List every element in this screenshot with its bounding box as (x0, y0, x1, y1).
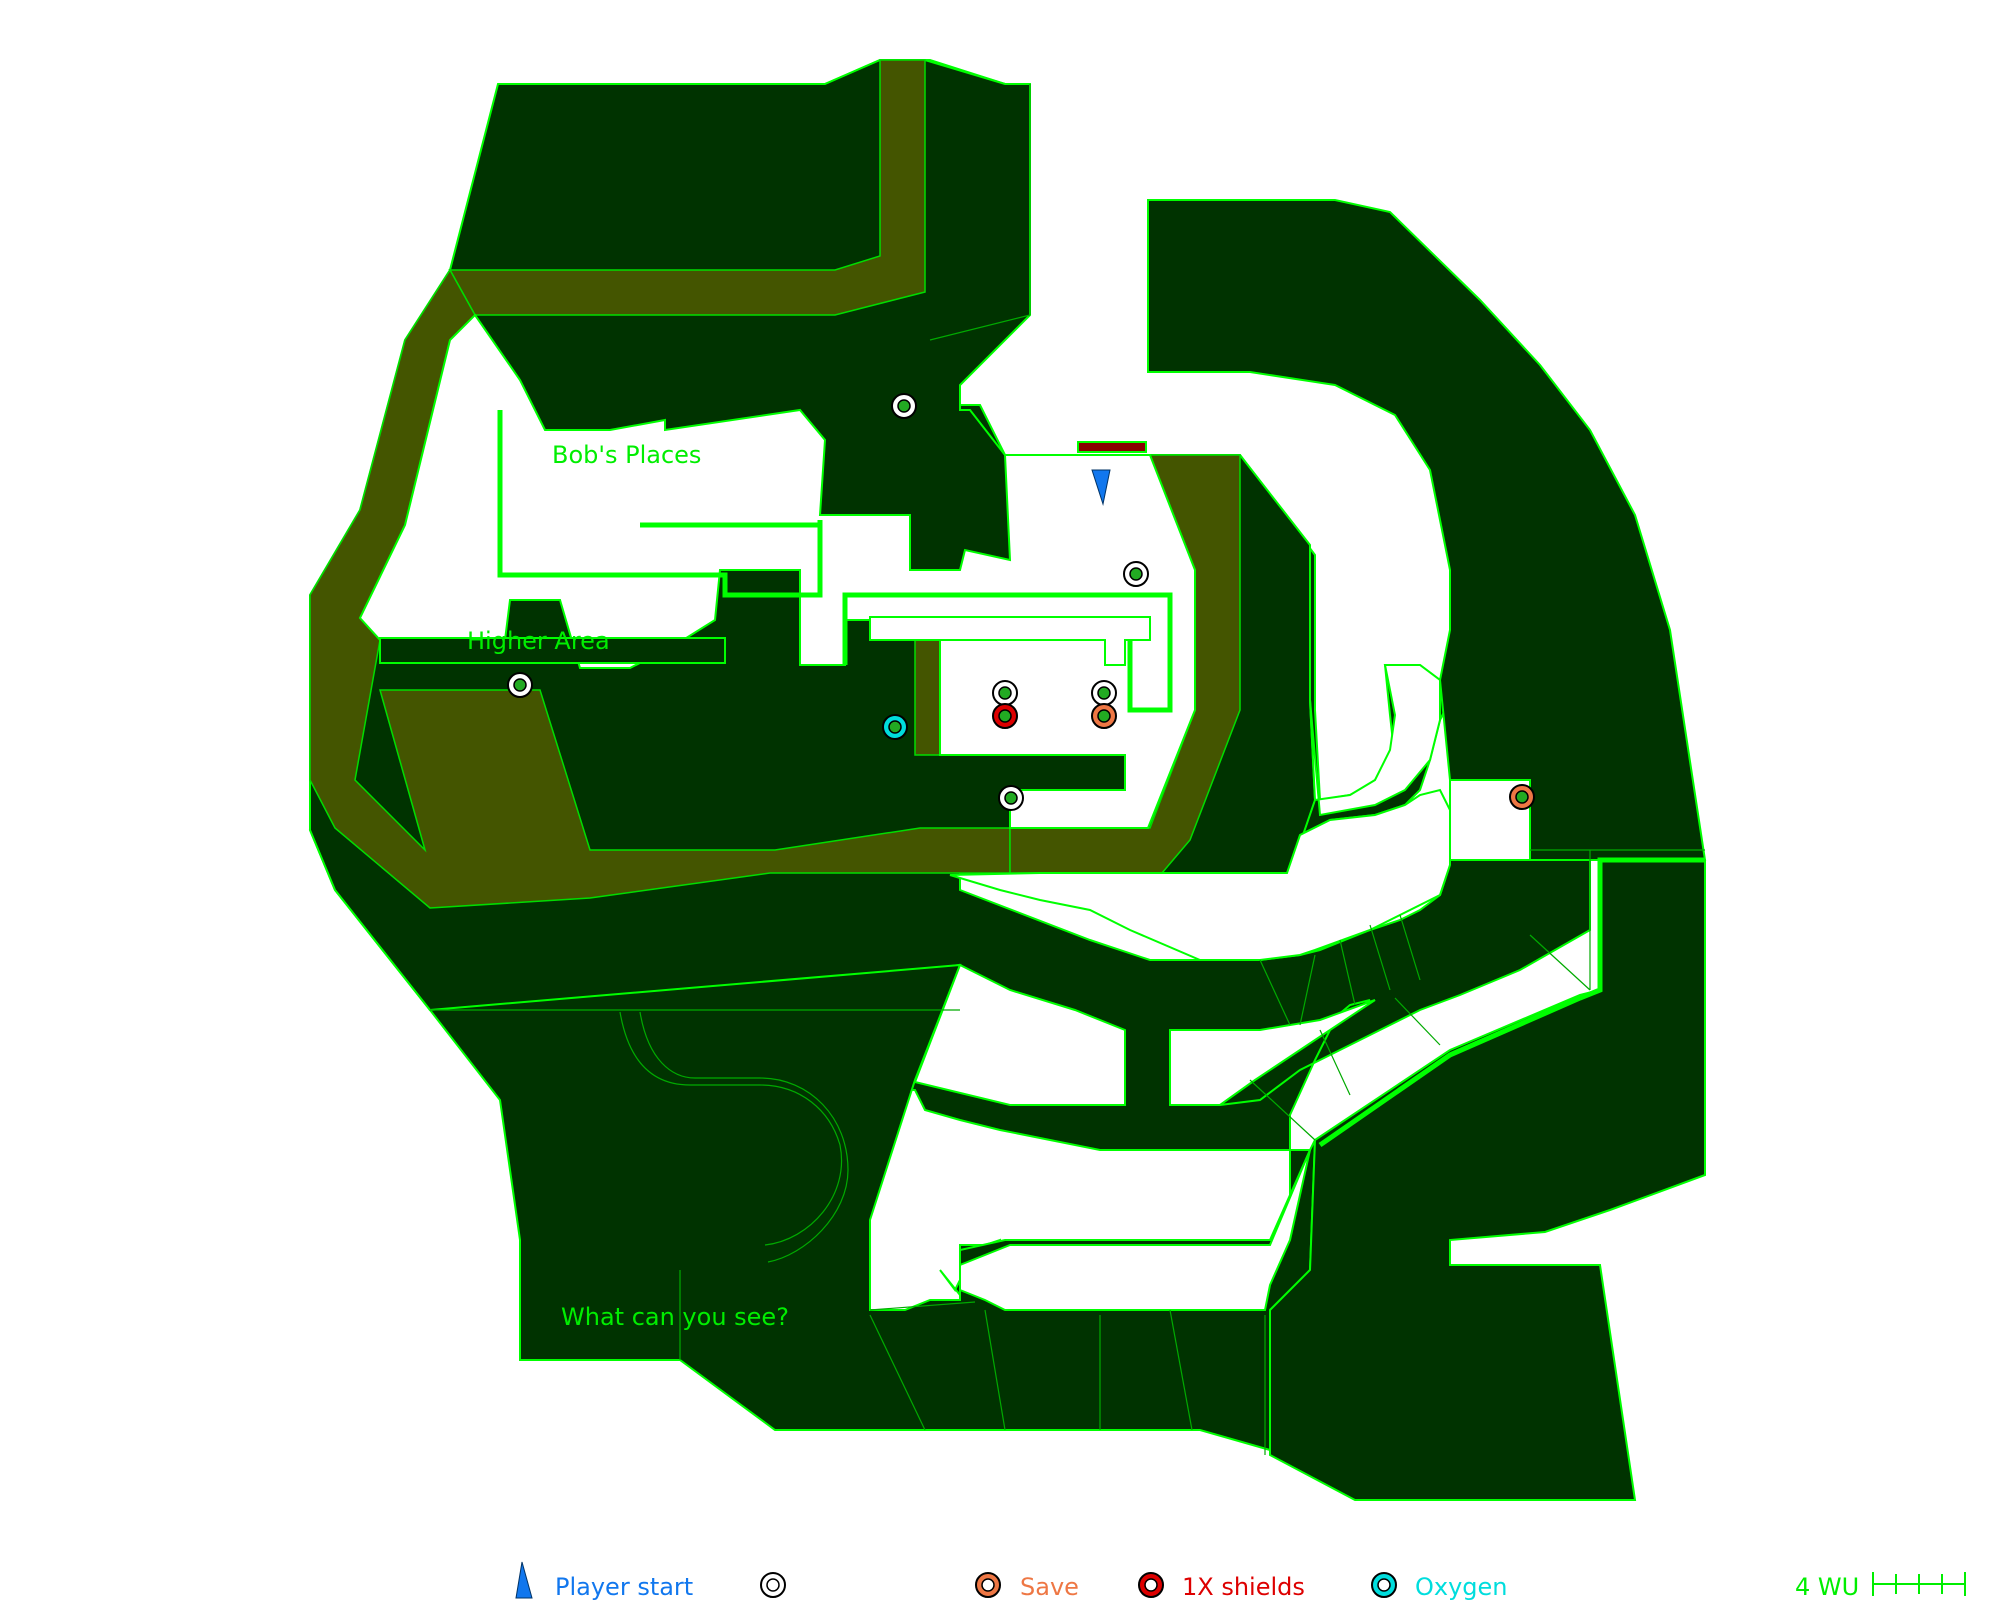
legend-save-icon (975, 1572, 1001, 1598)
map-divider-7 (1169, 1309, 1193, 1431)
map-markers (507, 393, 1535, 811)
legend-generic-icon (760, 1572, 786, 1598)
map-label-what-can-you-see: What can you see? (561, 1303, 789, 1331)
map-stair-spiral (619, 1011, 843, 1246)
map-divider-4 (869, 1314, 926, 1431)
map-divider-11 (1394, 997, 1441, 1046)
legend-player-start-label: Player start (555, 1573, 693, 1600)
save-point-icon[interactable] (1091, 703, 1117, 729)
shields-item-icon[interactable] (992, 703, 1018, 729)
map-detail-lines (430, 84, 1705, 1455)
map-divider-21 (929, 314, 1031, 341)
map-label-higher-area: Higher Area (467, 627, 610, 655)
map-wall-inner-loop (842, 592, 1173, 713)
legend-shields-icon (1138, 1572, 1164, 1598)
scale-bar-icon (1872, 1572, 1966, 1596)
oxygen-item-icon[interactable] (882, 714, 908, 740)
map-void-east-1 (1309, 545, 1441, 817)
map-wall-bobs-places (497, 410, 823, 598)
map-divider-2 (869, 1301, 976, 1311)
player-start-icon[interactable] (1091, 469, 1111, 506)
map-divider-5 (984, 1309, 1006, 1431)
map-divider-15 (1259, 959, 1291, 1026)
legend-oxygen-icon (1371, 1572, 1397, 1598)
legend-player-start-icon (515, 1561, 533, 1599)
map-divider-19 (1399, 914, 1421, 981)
map-void-west (358, 313, 1196, 829)
map-divider-9 (1249, 1079, 1316, 1141)
generic-item-icon[interactable] (891, 393, 917, 419)
map-void-center-1 (869, 616, 1151, 666)
legend-scale-label: 4 WU (1795, 1573, 1859, 1600)
map-void-south-arc (949, 788, 1451, 961)
map-zone-higher-area-ledge (379, 637, 726, 664)
map-stair-spiral-inner (639, 1011, 849, 1263)
generic-item-icon[interactable] (1123, 561, 1149, 587)
generic-item-icon[interactable] (992, 680, 1018, 706)
legend-save-label: Save (1020, 1573, 1079, 1600)
save-point-icon[interactable] (1509, 784, 1535, 810)
map-hazard-strip (1077, 441, 1147, 453)
map-void-south-1 (913, 963, 1126, 1106)
generic-item-icon[interactable] (1091, 680, 1117, 706)
legend: Player start Save 1X shields Oxygen 4 WU (515, 1561, 1966, 1600)
map-wall-east-link (1318, 857, 1705, 1148)
map-void-south-3 (959, 1149, 1311, 1311)
map-label-bobs-places: Bob's Places (552, 441, 701, 469)
map-polygons (308, 59, 1707, 1501)
map-text-labels: Bob's Places Higher Area What can you se… (467, 441, 789, 1331)
map-divider-17 (1339, 939, 1356, 1006)
map-divider-16 (1299, 954, 1316, 1026)
map-divider-18 (1369, 924, 1391, 991)
map-void-south-2 (1169, 999, 1376, 1106)
map-walls (379, 410, 1705, 1148)
map-divider-12 (1529, 934, 1591, 991)
map-divider-10 (1319, 1029, 1351, 1096)
generic-item-icon[interactable] (998, 785, 1024, 811)
legend-shields-label: 1X shields (1182, 1573, 1305, 1600)
legend-oxygen-label: Oxygen (1415, 1573, 1508, 1600)
generic-item-icon[interactable] (507, 672, 533, 698)
